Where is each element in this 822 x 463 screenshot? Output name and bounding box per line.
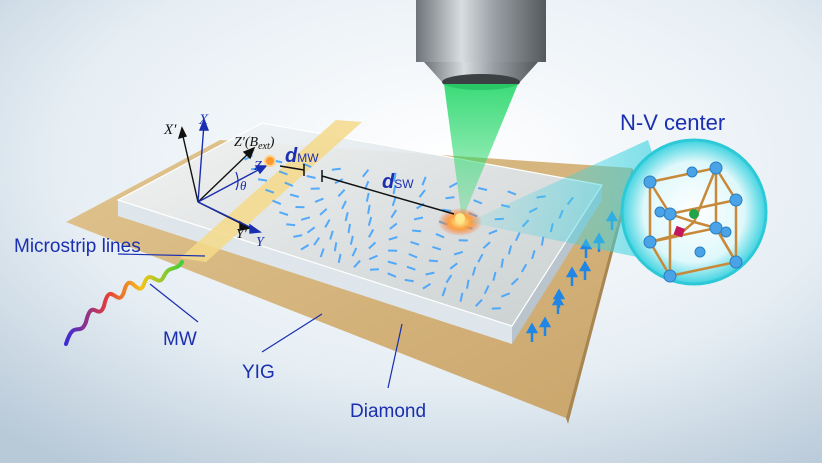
nv-center-bubble bbox=[622, 140, 766, 284]
theta-label: θ bbox=[240, 178, 247, 193]
spin-arrow bbox=[429, 261, 438, 262]
nv-vacancy-atom bbox=[689, 209, 699, 219]
axis-x-label: X bbox=[198, 112, 209, 128]
axis-x-prime-label: X′ bbox=[163, 122, 177, 138]
nv-center-label: N-V center bbox=[620, 110, 725, 135]
axis-z-label: Z bbox=[254, 159, 262, 174]
microstrip-label: Microstrip lines bbox=[14, 236, 141, 257]
spin-arrow bbox=[446, 197, 455, 198]
yig-label: YIG bbox=[242, 362, 275, 383]
spin-arrow bbox=[370, 269, 379, 270]
diamond-label: Diamond bbox=[350, 401, 426, 422]
spin-arrow bbox=[258, 179, 267, 180]
spin-arrow bbox=[405, 280, 414, 281]
spin-arrow bbox=[412, 231, 421, 232]
spin-arrow bbox=[332, 169, 341, 170]
axis-y-prime-label: Y′ bbox=[236, 227, 248, 242]
nv-near-stripline bbox=[265, 156, 275, 166]
spin-arrow bbox=[286, 224, 295, 225]
mw-label: MW bbox=[163, 329, 197, 350]
